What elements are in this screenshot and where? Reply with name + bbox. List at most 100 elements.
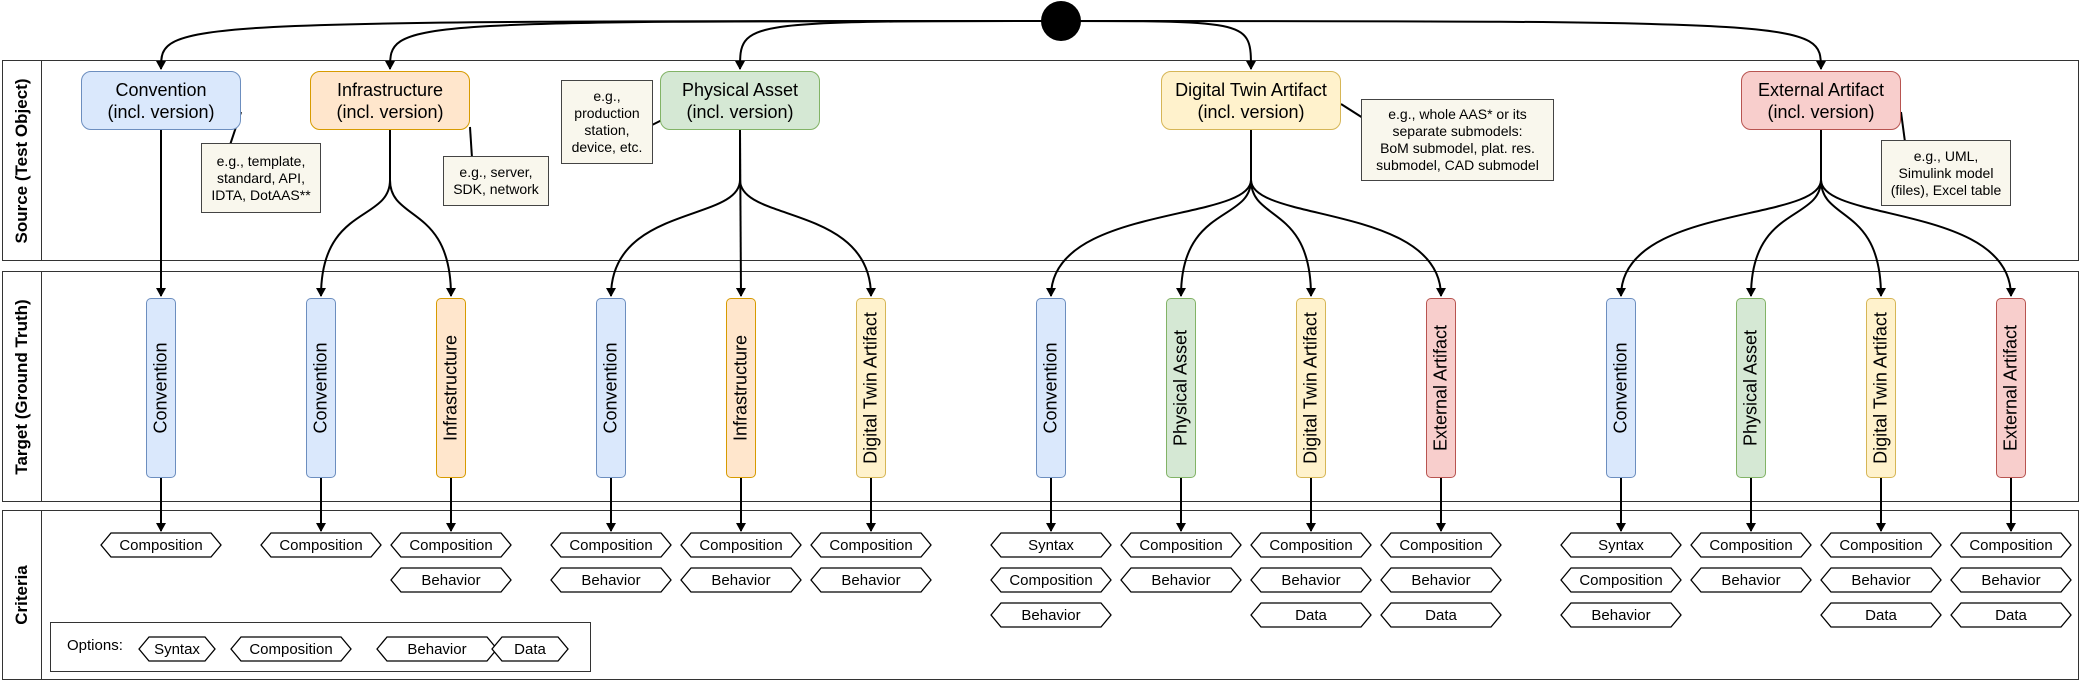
criterion-label: Behavior bbox=[1151, 572, 1210, 589]
start-connector bbox=[735, 20, 1062, 70]
criterion-composition: Composition bbox=[1380, 532, 1502, 558]
target-label: Convention bbox=[1610, 342, 1631, 434]
source-title: Convention bbox=[115, 79, 207, 100]
legend-option-behavior: Behavior bbox=[376, 636, 498, 662]
source-physical-asset: Physical Asset (incl. version) bbox=[660, 71, 820, 130]
criterion-composition: Composition bbox=[990, 567, 1112, 593]
criterion-data: Data bbox=[1820, 602, 1942, 628]
criterion-data: Data bbox=[1380, 602, 1502, 628]
target-digital-twin-artifact: Digital Twin Artifact bbox=[1866, 298, 1896, 478]
criterion-composition: Composition bbox=[390, 532, 512, 558]
target-label: Infrastructure bbox=[730, 334, 751, 442]
start-connector bbox=[156, 20, 1062, 70]
criterion-label: Data bbox=[514, 641, 546, 658]
criterion-data: Data bbox=[1950, 602, 2072, 628]
legend-label: Options: bbox=[67, 637, 123, 654]
criterion-label: Behavior bbox=[1721, 572, 1780, 589]
source-version: (incl. version) bbox=[336, 101, 444, 122]
callout-pointer bbox=[469, 126, 473, 159]
criterion-label: Behavior bbox=[1411, 572, 1470, 589]
source-target-connector bbox=[739, 130, 876, 297]
target-label: Convention bbox=[150, 342, 171, 434]
criterion-label: Data bbox=[1865, 607, 1897, 624]
note-convention-examples: e.g., template,standard, API,IDTA, DotAA… bbox=[201, 143, 321, 213]
criterion-behavior: Behavior bbox=[1820, 567, 1942, 593]
criterion-label: Data bbox=[1425, 607, 1457, 624]
criterion-label: Data bbox=[1995, 607, 2027, 624]
criterion-behavior: Behavior bbox=[390, 567, 512, 593]
source-version: (incl. version) bbox=[1197, 101, 1305, 122]
criterion-label: Behavior bbox=[421, 572, 480, 589]
source-version: (incl. version) bbox=[107, 101, 215, 122]
target-external-artifact: External Artifact bbox=[1426, 298, 1456, 478]
source-convention: Convention (incl. version) bbox=[81, 71, 241, 130]
target-label: Physical Asset bbox=[1740, 329, 1761, 447]
criterion-label: Syntax bbox=[1598, 537, 1644, 554]
target-convention: Convention bbox=[1036, 298, 1066, 478]
source-infrastructure: Infrastructure (incl. version) bbox=[310, 71, 470, 130]
criterion-label: Behavior bbox=[1851, 572, 1910, 589]
criterion-label: Composition bbox=[1139, 537, 1222, 554]
target-label: External Artifact bbox=[1430, 324, 1451, 452]
criterion-label: Syntax bbox=[154, 641, 200, 658]
criterion-label: Behavior bbox=[1591, 607, 1650, 624]
criteria-band: Criteria bbox=[2, 510, 2079, 680]
criterion-label: Composition bbox=[1399, 537, 1482, 554]
source-band: Source (Test Object) bbox=[2, 60, 2079, 261]
criterion-label: Composition bbox=[119, 537, 202, 554]
target-physical-asset: Physical Asset bbox=[1736, 298, 1766, 478]
legend-option-data: Data bbox=[491, 636, 569, 662]
criterion-label: Composition bbox=[1269, 537, 1352, 554]
criterion-composition: Composition bbox=[1690, 532, 1812, 558]
target-label: Convention bbox=[310, 342, 331, 434]
source-target-connector bbox=[1250, 130, 1316, 297]
criterion-behavior: Behavior bbox=[810, 567, 932, 593]
criterion-data: Data bbox=[1250, 602, 1372, 628]
criterion-behavior: Behavior bbox=[1250, 567, 1372, 593]
criterion-behavior: Behavior bbox=[1560, 602, 1682, 628]
legend-option-composition: Composition bbox=[230, 636, 352, 662]
target-label: Digital Twin Artifact bbox=[1300, 312, 1321, 464]
source-external-artifact: External Artifact (incl. version) bbox=[1741, 71, 1901, 130]
criterion-behavior: Behavior bbox=[1690, 567, 1812, 593]
target-label: Infrastructure bbox=[440, 334, 461, 442]
target-infrastructure: Infrastructure bbox=[726, 298, 756, 478]
source-band-label: Source (Test Object) bbox=[3, 61, 42, 260]
callout-pointer bbox=[1340, 103, 1364, 119]
target-convention: Convention bbox=[1606, 298, 1636, 478]
criterion-behavior: Behavior bbox=[1950, 567, 2072, 593]
criterion-composition: Composition bbox=[1120, 532, 1242, 558]
criterion-label: Behavior bbox=[1281, 572, 1340, 589]
source-target-connector bbox=[1746, 130, 1822, 297]
source-target-connector bbox=[389, 130, 456, 297]
criterion-label: Behavior bbox=[581, 572, 640, 589]
criterion-composition: Composition bbox=[100, 532, 222, 558]
target-label: Convention bbox=[1040, 342, 1061, 434]
source-target-connector bbox=[316, 130, 391, 297]
target-band-label: Target (Ground Truth) bbox=[3, 272, 42, 501]
criterion-composition: Composition bbox=[680, 532, 802, 558]
target-external-artifact: External Artifact bbox=[1996, 298, 2026, 478]
criterion-composition: Composition bbox=[1250, 532, 1372, 558]
source-target-connector bbox=[1046, 130, 1252, 297]
target-physical-asset: Physical Asset bbox=[1166, 298, 1196, 478]
callout-pointer bbox=[1900, 111, 1906, 143]
source-digital-twin-artifact: Digital Twin Artifact (incl. version) bbox=[1161, 71, 1341, 130]
criterion-label: Composition bbox=[1009, 572, 1092, 589]
target-infrastructure: Infrastructure bbox=[436, 298, 466, 478]
criterion-label: Composition bbox=[829, 537, 912, 554]
criterion-label: Behavior bbox=[407, 641, 466, 658]
source-target-connector bbox=[606, 130, 741, 297]
start-connector bbox=[1060, 20, 1256, 70]
criterion-behavior: Behavior bbox=[1120, 567, 1242, 593]
criterion-composition: Composition bbox=[810, 532, 932, 558]
target-convention: Convention bbox=[306, 298, 336, 478]
criterion-behavior: Behavior bbox=[550, 567, 672, 593]
target-label: External Artifact bbox=[2000, 324, 2021, 452]
criterion-behavior: Behavior bbox=[680, 567, 802, 593]
criterion-label: Composition bbox=[1839, 537, 1922, 554]
criterion-label: Syntax bbox=[1028, 537, 1074, 554]
